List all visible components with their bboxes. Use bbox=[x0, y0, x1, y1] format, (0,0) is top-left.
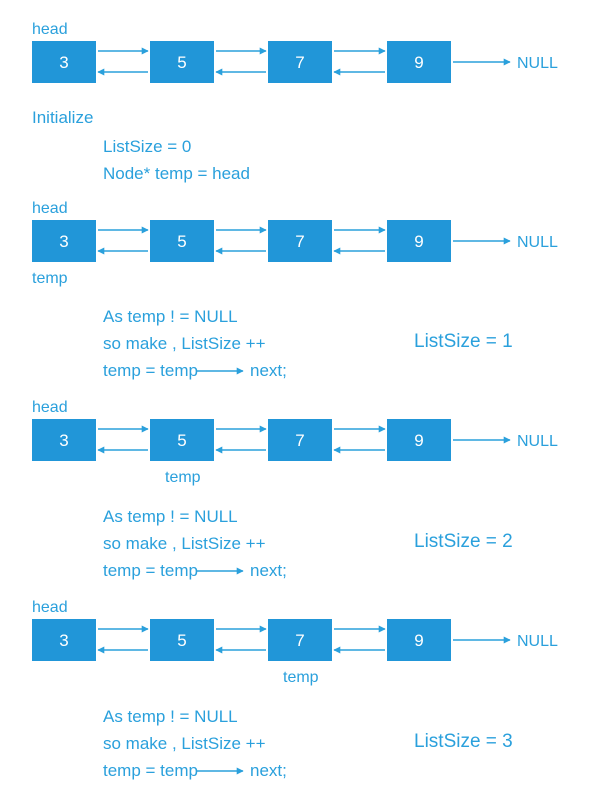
list-row: head 3 5 7 9 NULL temp bbox=[32, 399, 558, 486]
node-value: 7 bbox=[295, 431, 304, 450]
node-value: 7 bbox=[295, 232, 304, 251]
init-title: Initialize bbox=[32, 108, 93, 127]
node-value: 7 bbox=[295, 53, 304, 72]
list-node bbox=[268, 220, 332, 262]
list-size-value: ListSize = 1 bbox=[414, 331, 513, 352]
list-size-value: ListSize = 3 bbox=[414, 731, 513, 752]
head-label: head bbox=[32, 21, 68, 38]
list-node bbox=[268, 41, 332, 83]
list-node bbox=[150, 419, 214, 461]
init-temp-assign: Node* temp = head bbox=[103, 164, 250, 183]
list-node bbox=[32, 619, 96, 661]
node-value: 7 bbox=[295, 631, 304, 650]
node-value: 5 bbox=[177, 53, 186, 72]
step-condition: As temp ! = NULL bbox=[103, 507, 238, 526]
null-label: NULL bbox=[517, 433, 558, 450]
step-increment: so make , ListSize ++ bbox=[103, 534, 266, 553]
temp-pointer-label: temp bbox=[283, 669, 319, 686]
null-label: NULL bbox=[517, 633, 558, 650]
temp-pointer-label: temp bbox=[32, 270, 68, 287]
head-label: head bbox=[32, 399, 68, 416]
list-node bbox=[150, 220, 214, 262]
init-list-size: ListSize = 0 bbox=[103, 137, 191, 156]
null-label: NULL bbox=[517, 55, 558, 72]
step-advance-left: temp = temp bbox=[103, 761, 198, 780]
head-label: head bbox=[32, 200, 68, 217]
node-value: 9 bbox=[414, 431, 423, 450]
step-advance-left: temp = temp bbox=[103, 361, 198, 380]
step-condition: As temp ! = NULL bbox=[103, 707, 238, 726]
step-increment: so make , ListSize ++ bbox=[103, 334, 266, 353]
step-increment: so make , ListSize ++ bbox=[103, 734, 266, 753]
list-row: head 3 5 7 9 NULL bbox=[32, 21, 558, 83]
node-value: 3 bbox=[59, 232, 68, 251]
node-value: 3 bbox=[59, 631, 68, 650]
list-node bbox=[32, 419, 96, 461]
list-row: head 3 5 7 9 NULL temp bbox=[32, 200, 558, 287]
step-advance-right: next; bbox=[250, 361, 287, 380]
list-node bbox=[387, 41, 451, 83]
list-size-value: ListSize = 2 bbox=[414, 531, 513, 552]
list-node bbox=[268, 419, 332, 461]
node-value: 5 bbox=[177, 431, 186, 450]
list-node bbox=[150, 41, 214, 83]
list-node bbox=[32, 220, 96, 262]
node-value: 9 bbox=[414, 53, 423, 72]
node-value: 9 bbox=[414, 232, 423, 251]
node-value: 3 bbox=[59, 431, 68, 450]
step-block-1: As temp ! = NULL so make , ListSize ++ t… bbox=[103, 307, 513, 380]
step-condition: As temp ! = NULL bbox=[103, 307, 238, 326]
node-value: 5 bbox=[177, 631, 186, 650]
step-advance-right: next; bbox=[250, 561, 287, 580]
head-label: head bbox=[32, 599, 68, 616]
step-block-3: As temp ! = NULL so make , ListSize ++ t… bbox=[103, 707, 513, 780]
list-node bbox=[387, 419, 451, 461]
temp-pointer-label: temp bbox=[165, 469, 201, 486]
list-node bbox=[387, 619, 451, 661]
node-value: 5 bbox=[177, 232, 186, 251]
node-value: 9 bbox=[414, 631, 423, 650]
step-block-2: As temp ! = NULL so make , ListSize ++ t… bbox=[103, 507, 513, 580]
list-row: head 3 5 7 9 NULL temp bbox=[32, 599, 558, 686]
null-label: NULL bbox=[517, 234, 558, 251]
step-advance-left: temp = temp bbox=[103, 561, 198, 580]
list-node bbox=[387, 220, 451, 262]
step-advance-right: next; bbox=[250, 761, 287, 780]
list-node bbox=[32, 41, 96, 83]
list-node bbox=[268, 619, 332, 661]
node-value: 3 bbox=[59, 53, 68, 72]
list-node bbox=[150, 619, 214, 661]
